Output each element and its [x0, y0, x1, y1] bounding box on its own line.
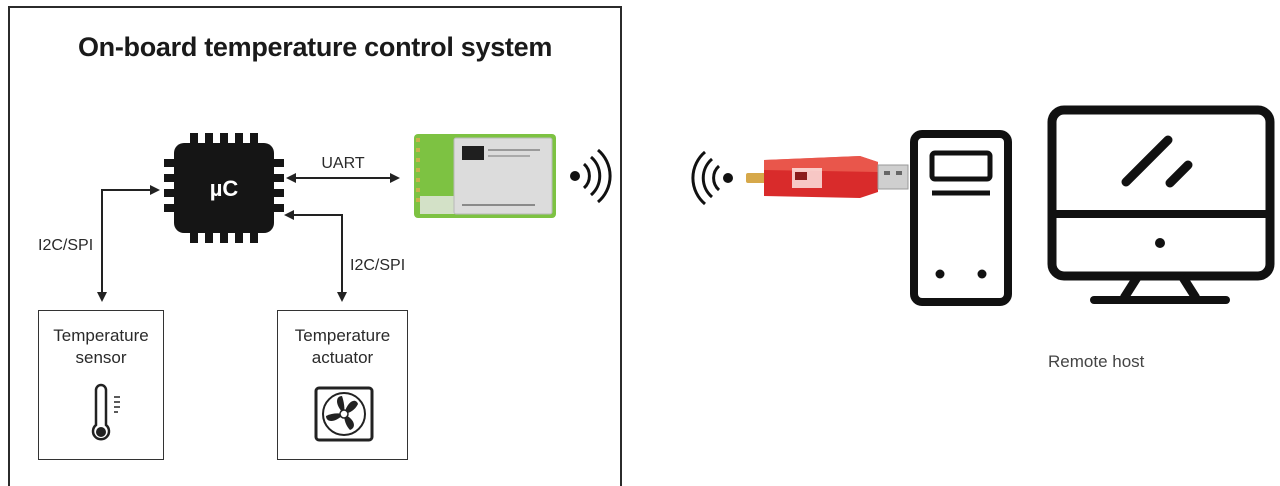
signal-waves-icon	[570, 148, 612, 204]
connection-arrows	[97, 173, 400, 302]
radio-module	[414, 134, 556, 218]
actuator-bus-label: I2C/SPI	[350, 257, 405, 274]
sensor-bus-arrow	[97, 185, 160, 302]
onboard-system-frame	[8, 6, 622, 486]
actuator-label-line2: actuator	[311, 348, 374, 367]
diagram-title: On-board temperature control system	[77, 32, 553, 62]
remote-host-label: Remote host	[1048, 352, 1145, 371]
desktop-tower-icon	[910, 130, 1012, 306]
sensor-label-line1: Temperature	[53, 326, 149, 345]
temperature-sensor-box: Temperature sensor	[38, 310, 164, 460]
mcu-label: µC	[210, 176, 239, 201]
monitor-icon	[1047, 105, 1275, 304]
uart-label: UART	[321, 155, 364, 172]
temperature-actuator-box: Temperature actuator	[277, 310, 408, 460]
usb-radio-dongle	[746, 156, 909, 198]
actuator-label-line1: Temperature	[294, 326, 391, 345]
actuator-bus-arrow	[284, 210, 347, 302]
sensor-bus-label: I2C/SPI	[38, 237, 93, 254]
sensor-label-line2: sensor	[75, 348, 127, 367]
signal-waves-icon	[691, 150, 733, 206]
microcontroller-chip: µC	[164, 133, 284, 243]
